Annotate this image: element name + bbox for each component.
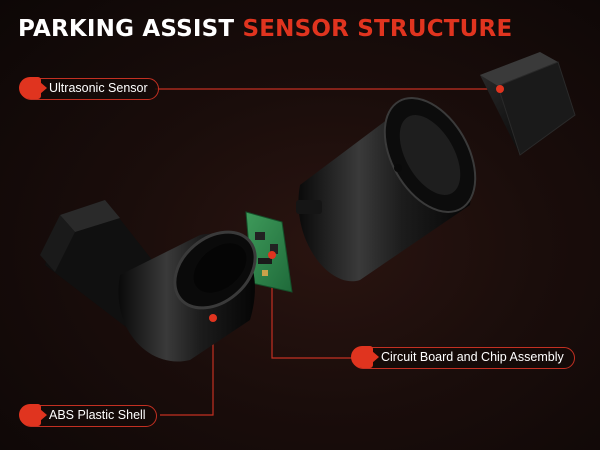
callout-line-circuit [271, 255, 352, 359]
label-tab-icon [351, 346, 379, 368]
ultrasonic-marker-dot [496, 85, 504, 93]
sensor-housing-part [296, 97, 477, 282]
label-abs-shell: ABS Plastic Shell [19, 404, 157, 427]
abs-shell-part [40, 200, 257, 362]
label-text: Circuit Board and Chip Assembly [381, 350, 564, 364]
label-circuit-board: Circuit Board and Chip Assembly [351, 346, 575, 369]
title-part-white: PARKING ASSIST [18, 16, 235, 42]
label-ultrasonic-sensor: Ultrasonic Sensor [19, 77, 159, 100]
label-tab-icon [19, 77, 47, 99]
callout-line-shell [160, 318, 214, 416]
page-title: PARKING ASSIST SENSOR STRUCTURE [18, 16, 512, 42]
label-text: Ultrasonic Sensor [49, 81, 148, 95]
label-text: ABS Plastic Shell [49, 408, 146, 422]
callout-lines [155, 88, 500, 416]
label-tab-icon [19, 404, 47, 426]
ultrasonic-sensor-part [480, 52, 576, 156]
title-part-red: SENSOR STRUCTURE [242, 16, 513, 42]
